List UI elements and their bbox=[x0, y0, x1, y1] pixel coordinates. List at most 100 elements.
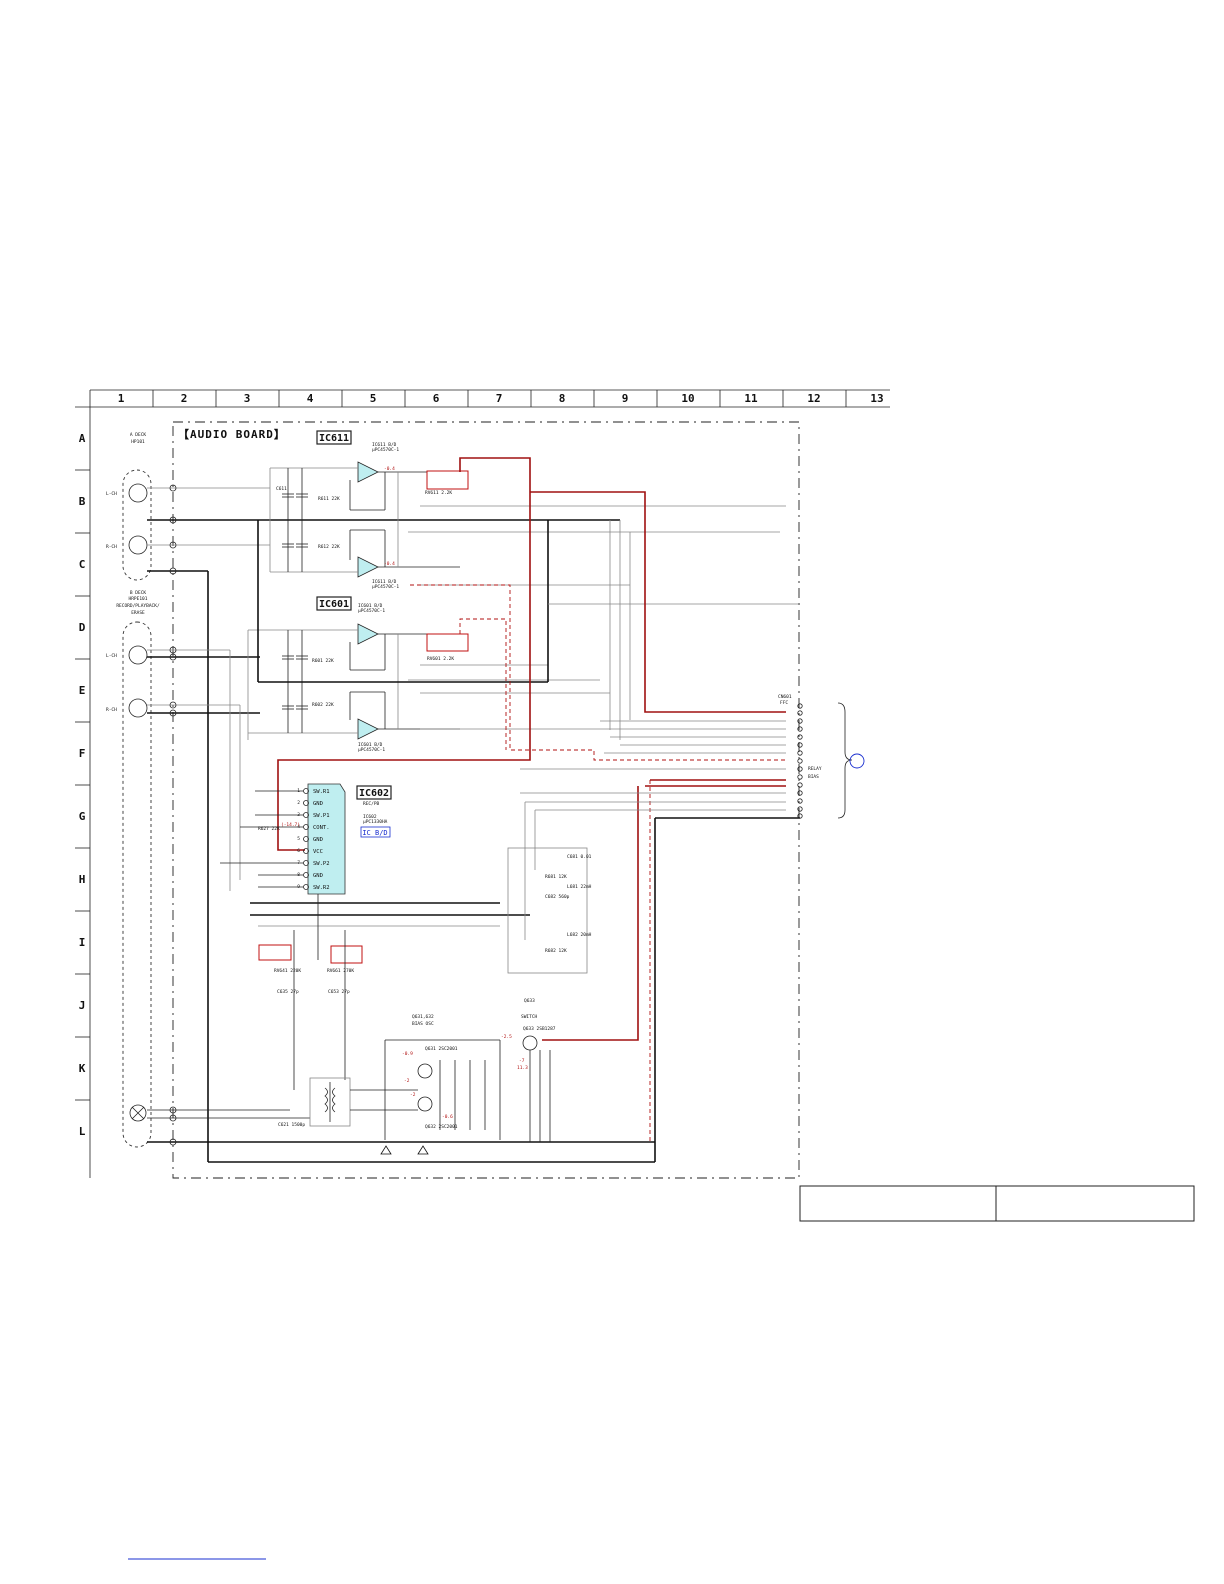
pin-label: VCC bbox=[313, 849, 323, 855]
comp-label: R602 22K bbox=[312, 702, 334, 708]
b-head-function: RECORD/PLAYBACK/ bbox=[116, 603, 160, 609]
ic611-b-part: μPC4570C-1 bbox=[372, 584, 399, 590]
connector-name: CN601 bbox=[778, 694, 792, 700]
adjust-marker bbox=[258, 944, 292, 961]
ic-block-diagram-text[interactable]: IC B/D bbox=[362, 829, 387, 837]
comp-label: R627 22K bbox=[258, 826, 280, 832]
pin-label: SW.P2 bbox=[313, 861, 330, 867]
pin-label: GND bbox=[313, 801, 323, 807]
b-deck-head: B DECK HRPE101 RECORD/PLAYBACK/ ERASE L-… bbox=[106, 590, 160, 1148]
comp-label: C621 1500p bbox=[278, 1122, 305, 1128]
lch-label-b: L-CH bbox=[106, 653, 117, 659]
comp-label: L681 22mH bbox=[567, 884, 592, 890]
b-head-function2: ERASE bbox=[131, 610, 145, 616]
cn601-connector: CN601 FFC RELAY BIAS bbox=[520, 694, 865, 819]
pin-label: SW.P1 bbox=[313, 813, 330, 819]
ic601-b-part: μPC4570C-1 bbox=[358, 747, 385, 753]
pin-label: GND bbox=[313, 873, 323, 879]
pin-number: 5 bbox=[297, 836, 300, 842]
comp-label: R681 12K bbox=[545, 874, 567, 880]
col-label: 1 bbox=[118, 392, 125, 405]
rch-label-b: R-CH bbox=[106, 707, 117, 713]
adjust-marker bbox=[426, 633, 469, 652]
comp-label: R612 22K bbox=[318, 544, 340, 550]
transistor-icon bbox=[522, 1035, 538, 1051]
title-block bbox=[799, 1185, 1195, 1222]
voltage: -7 bbox=[519, 1058, 525, 1064]
bias-oscillator: Q633 SWITCH Q631,632 BIAS OSC Q633 2SB12… bbox=[278, 466, 556, 1155]
head-coil-icon bbox=[128, 535, 148, 555]
opamp-icon bbox=[357, 623, 379, 645]
ic602-section: IC602 REC/PB IC602 μPC1330HA IC B/D 1 2 … bbox=[220, 650, 530, 960]
board-link-marker[interactable] bbox=[849, 753, 865, 769]
comp-label: C682 560p bbox=[545, 894, 570, 900]
board-title: 【AUDIO BOARD】 bbox=[178, 428, 286, 441]
erase-head-icon bbox=[129, 1104, 147, 1122]
a-head-part: HP101 bbox=[131, 439, 145, 445]
q633-function: SWITCH bbox=[521, 1014, 538, 1020]
q632-part: Q632 2SC2001 bbox=[425, 1124, 458, 1130]
col-label: 10 bbox=[681, 392, 694, 405]
b-deck-label: B DECK bbox=[130, 590, 147, 596]
grid-frame bbox=[75, 389, 890, 1178]
q633-part: Q633 2SB1287 bbox=[523, 1026, 556, 1032]
pin-number: 2 bbox=[297, 800, 300, 806]
comp-label: C635 27p bbox=[277, 989, 299, 995]
head-leads bbox=[147, 484, 800, 1163]
transistor-icon bbox=[417, 1063, 433, 1079]
bus-lines bbox=[257, 457, 800, 1142]
ic601-b-label: IC601 B/D bbox=[358, 742, 383, 748]
adjust-marker bbox=[330, 945, 363, 964]
voltage: 11.3 bbox=[517, 1065, 528, 1071]
head-coil-icon bbox=[128, 645, 148, 665]
row-labels: A B C D E F G H I J K L bbox=[79, 432, 86, 1138]
a-deck-head: A DECK HP101 L-CH R-CH bbox=[106, 432, 152, 581]
row-label: C bbox=[79, 558, 86, 571]
col-label: 12 bbox=[807, 392, 820, 405]
connector-type: FFC bbox=[780, 700, 788, 706]
row-label: G bbox=[79, 810, 86, 823]
q631-label: Q631,632 bbox=[412, 1014, 434, 1020]
bias-adjust: RV641 220K RV661 270K C635 27p C653 27p bbox=[258, 930, 363, 1090]
comp-label: C681 0.01 bbox=[567, 854, 592, 860]
voltage: -0.4 bbox=[384, 561, 395, 567]
bias-label: BIAS bbox=[808, 774, 819, 780]
voltage: -2 bbox=[404, 1078, 410, 1084]
col-label: 3 bbox=[244, 392, 251, 405]
pin-number: 6 bbox=[297, 848, 300, 854]
ic611-label: IC611 bbox=[319, 433, 349, 444]
lch-label: L-CH bbox=[106, 491, 117, 497]
comp-label: R611 22K bbox=[318, 496, 340, 502]
pin-label: GND bbox=[313, 837, 323, 843]
transistor-icon bbox=[417, 1096, 433, 1112]
comp-label: RV611 2.2K bbox=[425, 490, 452, 496]
voltage: (-14.7) bbox=[281, 822, 300, 828]
row-label: L bbox=[79, 1125, 86, 1138]
ic602-label: IC602 bbox=[359, 788, 389, 799]
row-label: A bbox=[79, 432, 86, 445]
opamp-icon bbox=[357, 556, 379, 578]
col-label: 5 bbox=[370, 392, 377, 405]
col-label: 7 bbox=[496, 392, 503, 405]
ic-block-diagram-link[interactable] bbox=[360, 826, 391, 838]
col-label: 9 bbox=[622, 392, 629, 405]
a-deck-label: A DECK bbox=[130, 432, 147, 438]
q631-part: Q631 2SC2001 bbox=[425, 1046, 458, 1052]
b-head-outline bbox=[122, 621, 152, 1148]
trap-filter: C681 0.01 L681 22mH R681 12K C682 560p L… bbox=[507, 801, 786, 974]
comp-label: R682 12K bbox=[545, 948, 567, 954]
a-head-outline bbox=[122, 469, 152, 581]
comp-label: C611 bbox=[276, 486, 287, 492]
head-coil-icon bbox=[128, 698, 148, 718]
comp-label: L682 20mH bbox=[567, 932, 592, 938]
warning-icon bbox=[380, 1145, 392, 1155]
ic601-label: IC601 bbox=[319, 599, 349, 610]
audio-board-outline bbox=[172, 421, 800, 1179]
opamp-icon bbox=[357, 718, 379, 740]
ic611-section: IC611 IC611 B/D μPC4570C-1 IC611 B/D μPC… bbox=[269, 430, 786, 590]
q633-label: Q633 bbox=[524, 998, 535, 1004]
pin-label: SW.R1 bbox=[313, 789, 330, 795]
head-coil-icon bbox=[128, 483, 148, 503]
ic602-part: IC602 bbox=[363, 814, 377, 820]
voltage: -2.5 bbox=[501, 1034, 512, 1040]
